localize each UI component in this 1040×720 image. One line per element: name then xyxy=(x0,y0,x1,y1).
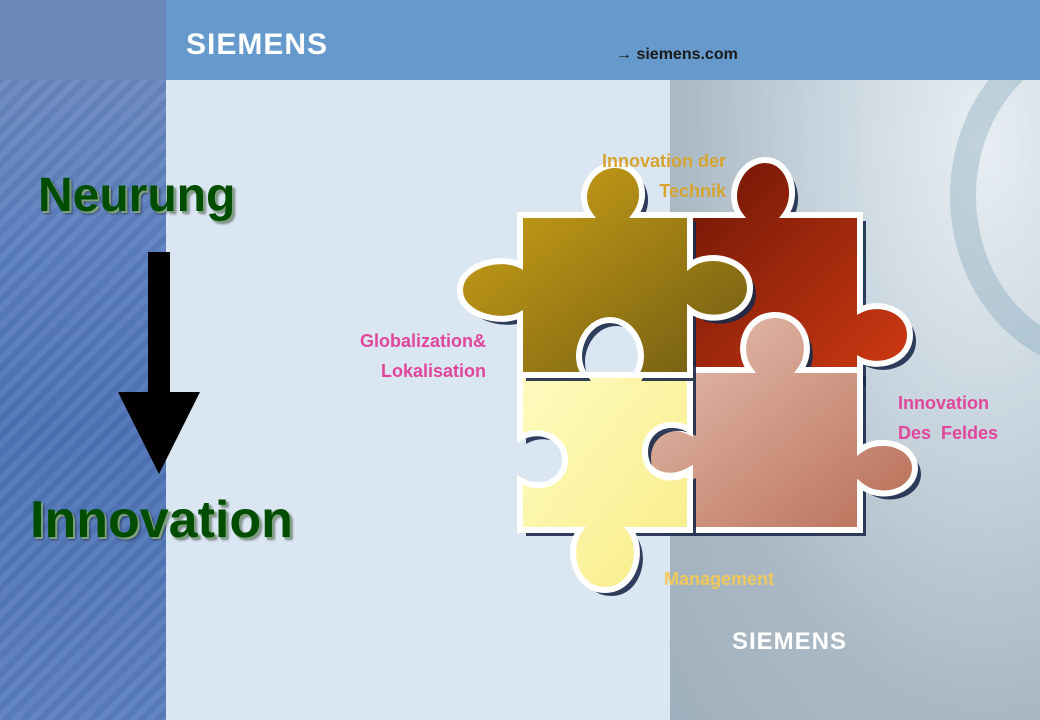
puzzle-piece-management xyxy=(517,372,696,596)
label-line: Innovation xyxy=(898,393,989,413)
label-innovation-feldes: Innovation Des Feldes xyxy=(880,388,1030,448)
title-neurung: Neurung xyxy=(38,169,236,222)
label-line: Technik xyxy=(659,181,726,201)
puzzle-piece-technik xyxy=(687,156,916,386)
title-innovation: Innovation xyxy=(30,491,293,549)
siemens-url[interactable]: → siemens.com xyxy=(616,46,738,63)
label-innovation-technik: Innovation der Technik xyxy=(556,146,726,206)
down-arrow-icon xyxy=(118,252,200,474)
puzzle-piece-global xyxy=(456,161,756,381)
puzzle-graphic xyxy=(456,156,921,596)
siemens-logo: SIEMENS xyxy=(186,28,329,61)
label-globalization: Globalization& Lokalisation xyxy=(300,326,486,386)
siemens-logo-footer: SIEMENS xyxy=(732,628,848,655)
label-management: Management xyxy=(664,564,824,594)
header-bar xyxy=(166,0,1040,80)
label-line: Des Feldes xyxy=(898,423,999,443)
label-line: Innovation der xyxy=(601,151,726,171)
left-header-block xyxy=(0,0,166,80)
left-decor-strip xyxy=(0,0,166,720)
gauge-decor xyxy=(950,80,1040,372)
label-line: Globalization& xyxy=(360,331,486,351)
label-line: Lokalisation xyxy=(380,361,486,381)
label-line: Management xyxy=(664,569,775,589)
